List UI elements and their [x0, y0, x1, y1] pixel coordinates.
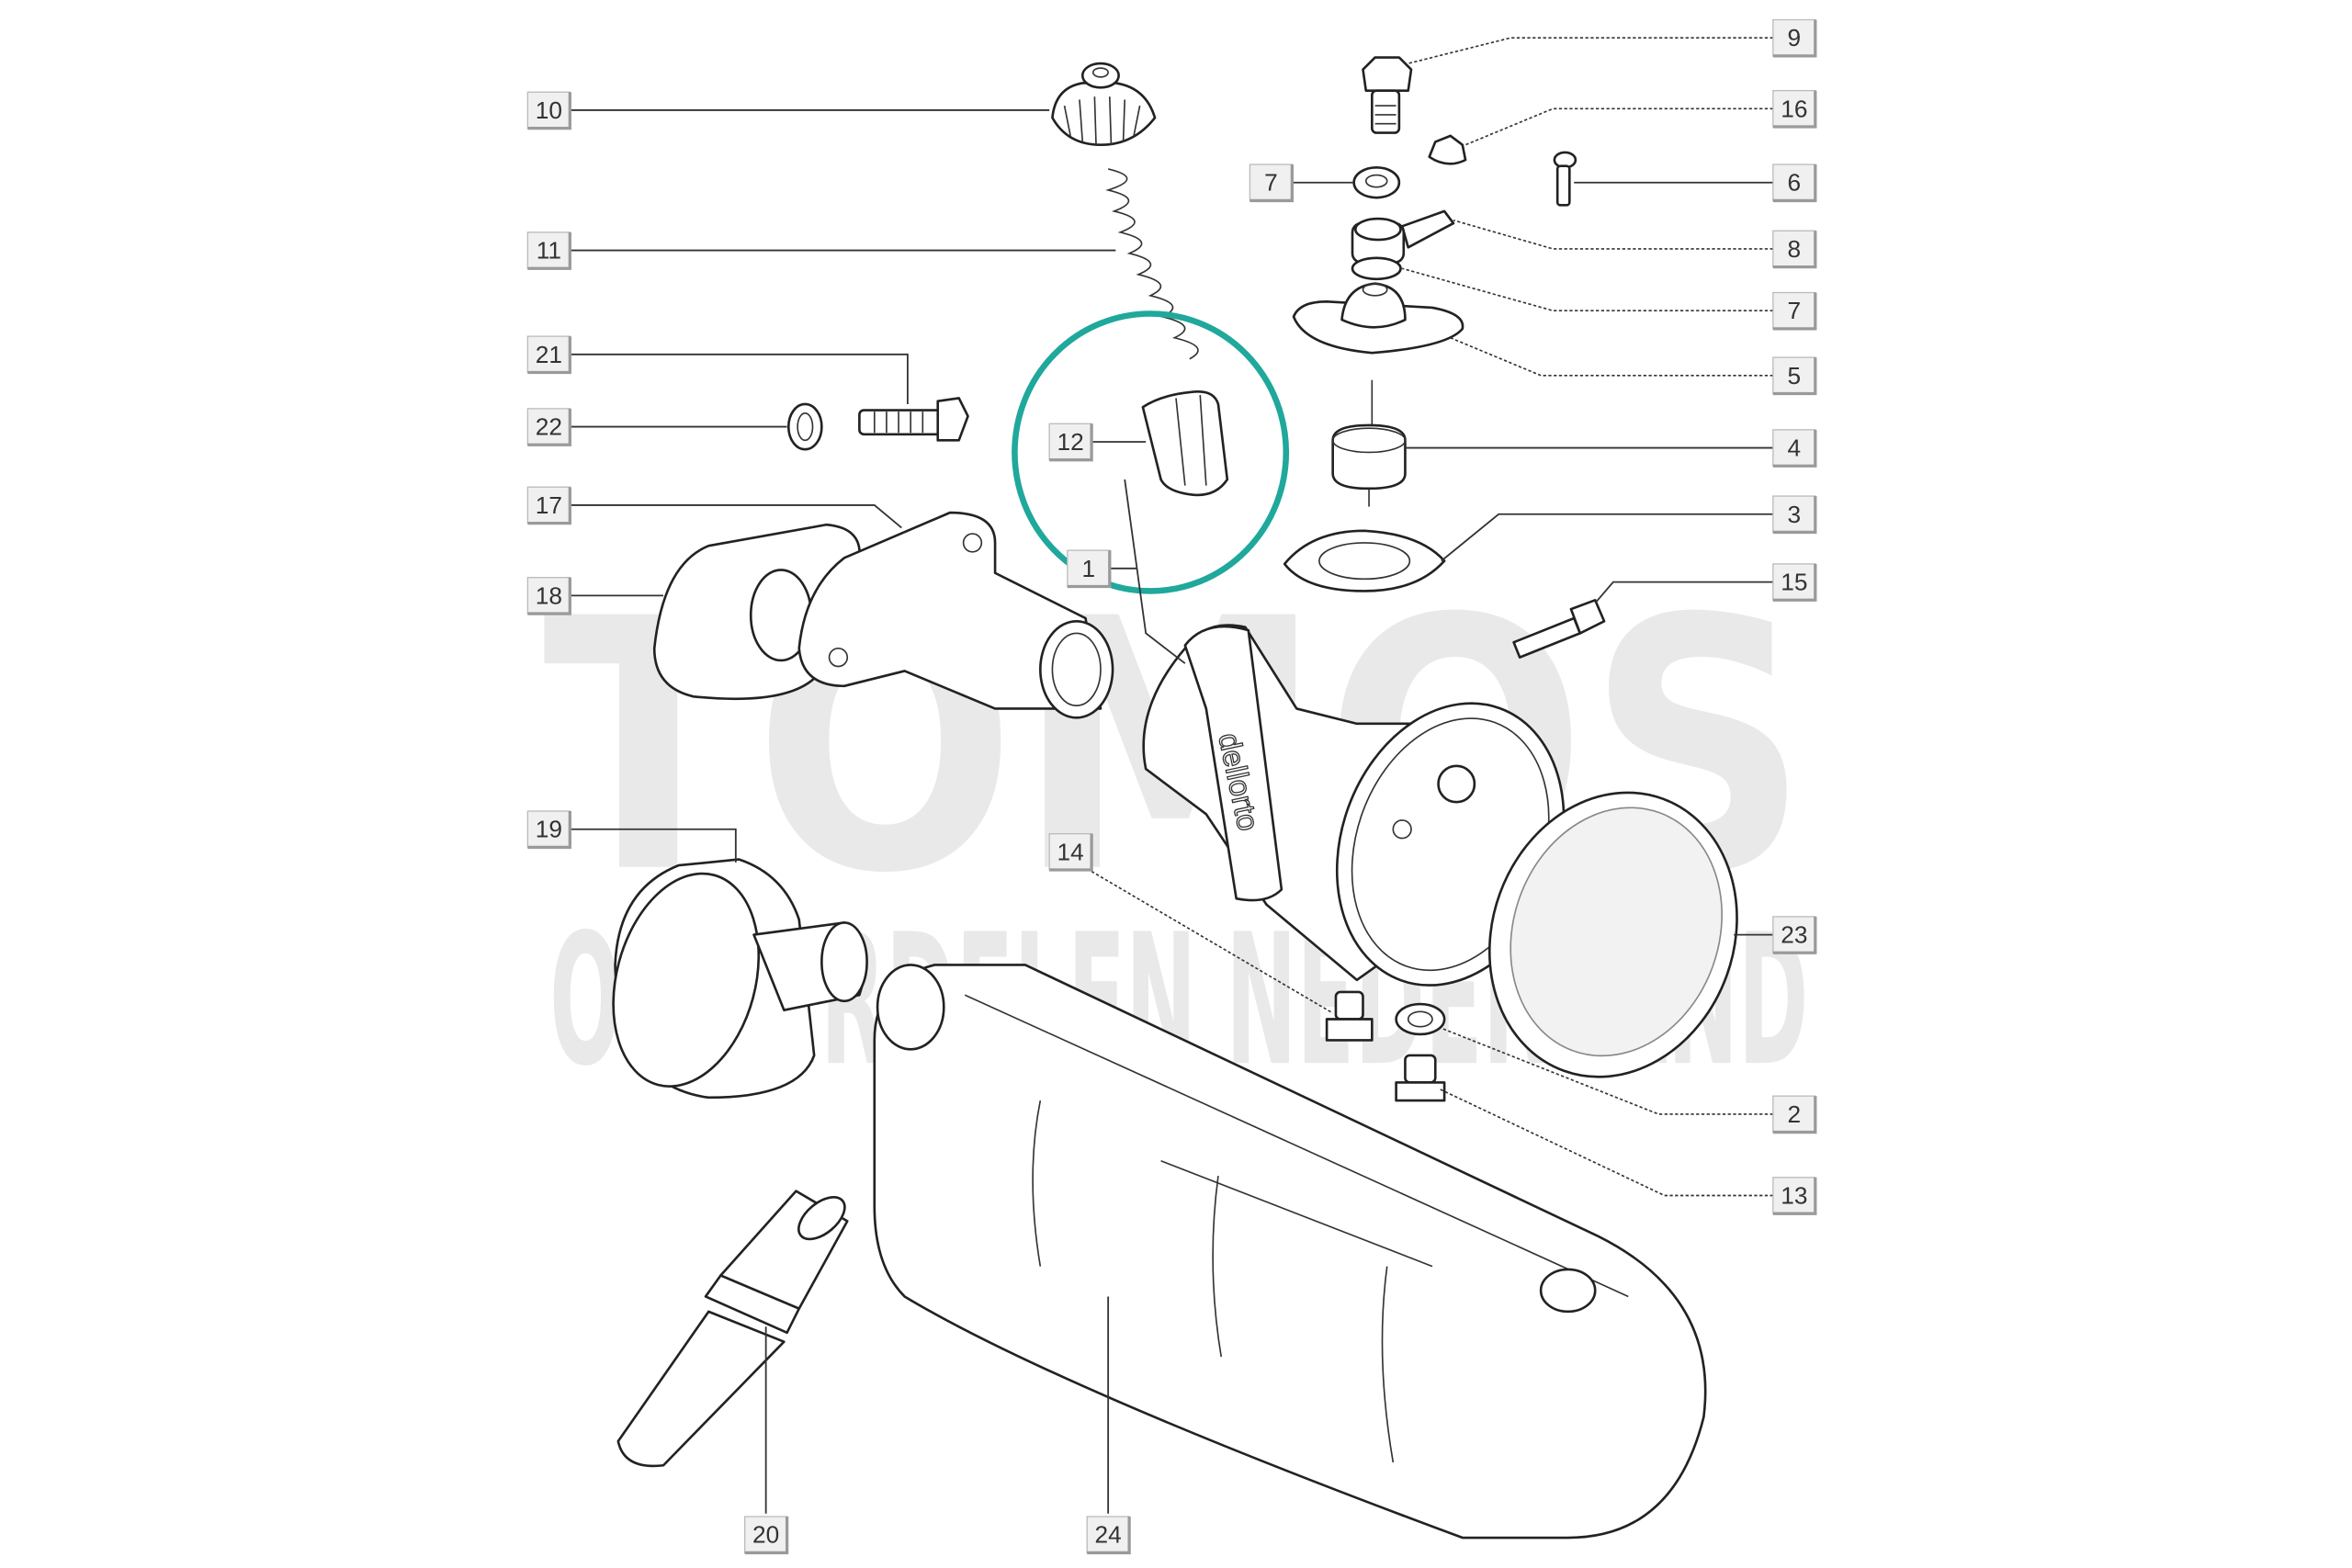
callout-8[interactable]: 8 [1772, 230, 1817, 269]
svg-text:12: 12 [1057, 428, 1084, 456]
callout-3[interactable]: 3 [1772, 495, 1817, 535]
part-washer[interactable] [1352, 166, 1401, 199]
part-banjo-fitting[interactable] [1351, 209, 1455, 281]
svg-text:8: 8 [1788, 235, 1802, 263]
svg-text:20: 20 [752, 1521, 779, 1549]
svg-text:7: 7 [1788, 297, 1802, 324]
callout-12[interactable]: 12 [1048, 423, 1093, 462]
svg-text:1: 1 [1082, 555, 1096, 582]
callout-18[interactable]: 18 [526, 577, 571, 615]
svg-text:16: 16 [1781, 95, 1807, 122]
svg-text:10: 10 [536, 96, 562, 124]
svg-text:19: 19 [536, 816, 562, 843]
svg-text:3: 3 [1788, 501, 1802, 528]
part-gasket[interactable] [1283, 529, 1446, 592]
callout-23[interactable]: 23 [1772, 916, 1817, 954]
callout-22[interactable]: 22 [526, 408, 571, 446]
highlight-circle [1012, 310, 1290, 594]
callout-13[interactable]: 13 [1772, 1177, 1817, 1215]
part-hex-bolt[interactable] [858, 397, 969, 442]
part-cap[interactable] [1051, 62, 1157, 147]
callout-7-right[interactable]: 7 [1772, 291, 1817, 331]
svg-text:14: 14 [1057, 838, 1084, 865]
svg-text:13: 13 [1781, 1182, 1807, 1210]
callout-5[interactable]: 5 [1772, 356, 1817, 396]
svg-text:18: 18 [536, 581, 562, 609]
callout-24[interactable]: 24 [1086, 1516, 1131, 1555]
part-carburetor-body[interactable]: dellorto [1142, 624, 1602, 1018]
part-drain-plug[interactable] [1395, 1054, 1446, 1102]
part-air-filter[interactable] [1451, 758, 1776, 1112]
part-air-box[interactable] [873, 964, 1707, 1540]
callout-1[interactable]: 1 [1067, 549, 1112, 589]
part-float-cover[interactable] [1292, 282, 1464, 355]
svg-text:21: 21 [536, 341, 562, 368]
part-spring[interactable] [1105, 168, 1199, 360]
callout-7-top[interactable]: 7 [1249, 164, 1294, 203]
callout-16[interactable]: 16 [1772, 89, 1817, 129]
svg-text:6: 6 [1788, 169, 1802, 197]
svg-text:4: 4 [1788, 434, 1802, 462]
part-sealing-washer[interactable] [1395, 1002, 1446, 1036]
svg-text:24: 24 [1095, 1521, 1122, 1549]
part-screw[interactable] [1553, 151, 1577, 207]
svg-text:5: 5 [1788, 362, 1802, 389]
part-hose-pipe[interactable] [616, 1190, 853, 1468]
svg-text:9: 9 [1788, 24, 1802, 51]
svg-text:7: 7 [1264, 169, 1278, 197]
callout-4[interactable]: 4 [1772, 429, 1817, 468]
part-intake-manifold[interactable] [797, 511, 1114, 719]
callout-11[interactable]: 11 [526, 231, 571, 270]
callout-19[interactable]: 19 [526, 810, 571, 850]
svg-text:11: 11 [537, 237, 561, 265]
part-bolt-small[interactable] [1512, 598, 1606, 659]
part-float[interactable] [1331, 379, 1407, 507]
part-throttle-slide[interactable] [1141, 390, 1229, 497]
svg-text:22: 22 [536, 413, 562, 441]
callout-labels: 10 11 21 22 17 18 19 12 1 14 20 24 9 16 … [526, 18, 1817, 1555]
callout-17[interactable]: 17 [526, 486, 571, 525]
callout-14[interactable]: 14 [1048, 832, 1093, 872]
callout-6[interactable]: 6 [1772, 164, 1817, 203]
callout-10[interactable]: 10 [526, 91, 571, 130]
callout-15[interactable]: 15 [1772, 563, 1817, 602]
part-banjo-bolt[interactable] [1362, 56, 1413, 134]
svg-text:15: 15 [1781, 569, 1807, 596]
callout-20[interactable]: 20 [744, 1516, 789, 1555]
part-filter-housing[interactable] [591, 857, 868, 1102]
part-washer-small[interactable] [786, 402, 823, 451]
part-jet[interactable] [1325, 990, 1374, 1042]
svg-text:2: 2 [1788, 1100, 1802, 1128]
svg-text:23: 23 [1781, 921, 1807, 949]
callout-21[interactable]: 21 [526, 335, 571, 375]
callout-9[interactable]: 9 [1772, 18, 1817, 58]
part-cap-nut[interactable] [1428, 134, 1467, 165]
callout-2[interactable]: 2 [1772, 1095, 1817, 1134]
svg-text:17: 17 [536, 491, 562, 519]
leader-lines [570, 37, 1773, 1514]
